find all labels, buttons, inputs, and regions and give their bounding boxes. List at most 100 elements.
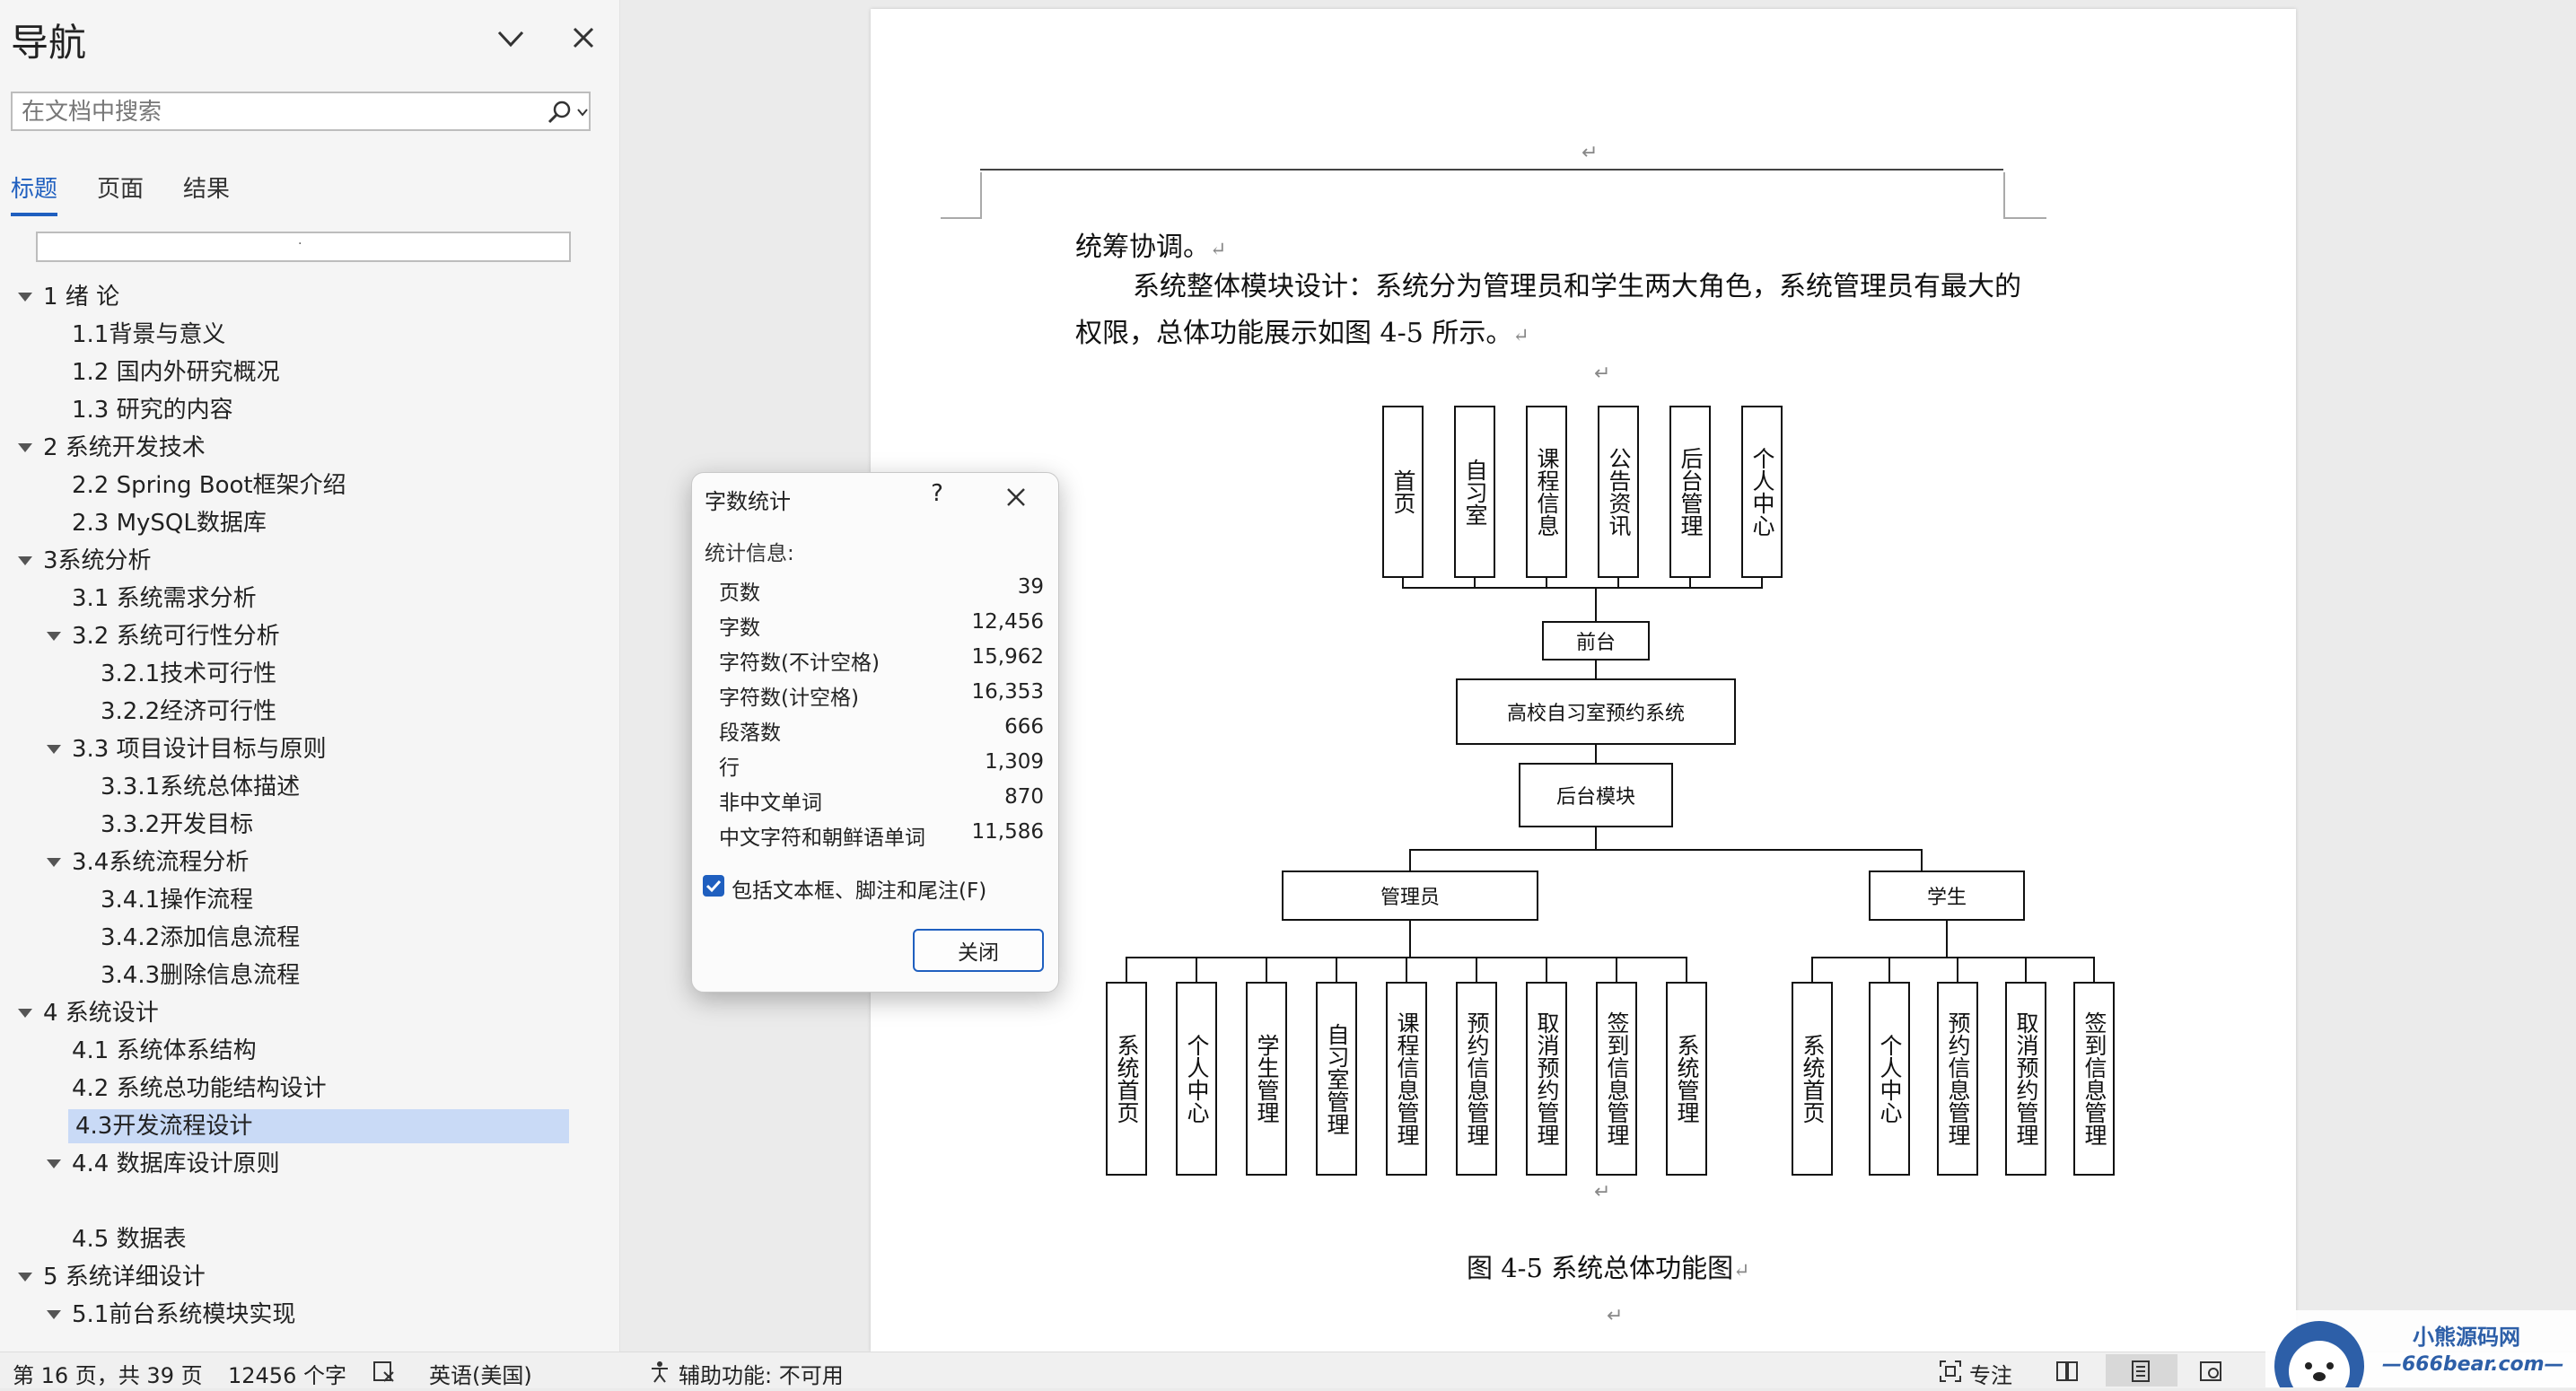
- diagram-box-admin-module: 系统管理: [1666, 982, 1707, 1176]
- outline-item-label: 3.2 系统可行性分析: [72, 623, 280, 650]
- search-input[interactable]: [20, 97, 544, 127]
- word-count[interactable]: 12456 个字: [228, 1363, 346, 1388]
- nav-search-box[interactable]: [11, 92, 591, 131]
- stat-label: 非中文单词: [719, 792, 822, 815]
- outline-item[interactable]: 3.3 项目设计目标与原则: [72, 732, 327, 766]
- outline-item[interactable]: 3系统分析: [43, 544, 152, 578]
- outline-item[interactable]: 3.4.3删除信息流程: [101, 958, 300, 993]
- tab-headings[interactable]: 标题: [11, 171, 58, 216]
- expand-arrow-icon[interactable]: [47, 632, 61, 641]
- outline-item[interactable]: 4.3开发流程设计: [68, 1109, 569, 1143]
- chevron-down-icon[interactable]: [492, 20, 530, 57]
- proofing-icon[interactable]: [372, 1360, 395, 1383]
- diagram-connector: [1811, 957, 2095, 958]
- accessibility-status[interactable]: 辅助功能: 不可用: [679, 1363, 844, 1388]
- search-options-chevron-icon[interactable]: [576, 106, 589, 118]
- paragraph-mark: ↵: [1607, 1305, 1624, 1327]
- expand-arrow-icon[interactable]: [18, 293, 32, 302]
- diagram-box-admin-module: 个人中心: [1176, 982, 1217, 1176]
- outline-item[interactable]: 5.1前台系统模块实现: [72, 1298, 295, 1332]
- diagram-connector: [1617, 578, 1619, 587]
- outline-item[interactable]: 5 系统详细设计: [43, 1260, 206, 1294]
- diagram-connector: [2093, 957, 2095, 982]
- outline-item[interactable]: 3.4.2添加信息流程: [101, 921, 300, 955]
- outline-item-label: 5 系统详细设计: [43, 1264, 206, 1290]
- diagram-box-student-module: 取消预约管理: [2005, 982, 2046, 1176]
- outline-item[interactable]: 1.2 国内外研究概况: [72, 355, 280, 389]
- paragraph-mark: ↵: [1594, 363, 1611, 385]
- close-button[interactable]: 关闭: [913, 929, 1044, 972]
- outline-item[interactable]: 1.1背景与意义: [72, 318, 225, 352]
- header-rule: [980, 169, 2003, 171]
- expand-arrow-icon[interactable]: [18, 1273, 32, 1282]
- include-textbox-checkbox[interactable]: [703, 875, 724, 897]
- outline-item[interactable]: 3.2.2经济可行性: [101, 695, 276, 729]
- outline-item[interactable]: 4.1 系统体系结构: [72, 1034, 257, 1068]
- search-icon[interactable]: [546, 99, 573, 126]
- stat-value: 1,309: [985, 750, 1044, 774]
- focus-mode-label[interactable]: 专注: [1969, 1363, 2012, 1388]
- diagram-box-front-module: 后台管理: [1669, 406, 1711, 578]
- print-layout-icon: [2132, 1360, 2150, 1382]
- tab-pages[interactable]: 页面: [97, 176, 145, 203]
- outline-item[interactable]: 4 系统设计: [43, 996, 159, 1030]
- expand-arrow-icon[interactable]: [18, 443, 32, 452]
- outline-item[interactable]: 4.4 数据库设计原则: [72, 1147, 280, 1181]
- diagram-connector: [1402, 578, 1404, 587]
- outline-item-label: 3.2.2经济可行性: [101, 698, 277, 725]
- diagram-connector: [2025, 957, 2027, 982]
- diagram-box-front-module: 公告资讯: [1598, 406, 1639, 578]
- accessibility-icon[interactable]: [648, 1360, 671, 1383]
- diagram-connector: [1546, 578, 1547, 587]
- outline-item[interactable]: 3.2 系统可行性分析: [72, 619, 280, 653]
- diagram-connector: [1546, 957, 1547, 982]
- page-count[interactable]: 第 16 页，共 39 页: [13, 1363, 203, 1388]
- stat-label: 字符数(不计空格): [719, 652, 880, 675]
- help-icon[interactable]: ?: [931, 480, 943, 507]
- outline-item[interactable]: 3.3.2开发目标: [101, 808, 253, 842]
- outline-item[interactable]: 4.5 数据表: [72, 1222, 187, 1256]
- outline-item[interactable]: 3.4.1操作流程: [101, 883, 253, 917]
- stat-value: 870: [1004, 785, 1044, 809]
- include-textbox-label[interactable]: 包括文本框、脚注和尾注(F): [732, 879, 987, 903]
- read-mode-icon[interactable]: [2055, 1360, 2079, 1383]
- expand-arrow-icon[interactable]: [18, 1009, 32, 1018]
- diagram-box-system: 高校自习室预约系统: [1456, 678, 1736, 745]
- outline-item-label: 3.3 项目设计目标与原则: [72, 736, 327, 763]
- web-layout-icon[interactable]: [2199, 1360, 2222, 1383]
- outline-item[interactable]: 2.2 Spring Boot框架介绍: [72, 468, 346, 503]
- diagram-connector: [1686, 957, 1687, 982]
- outline-item[interactable]: 2.3 MySQL数据库: [72, 506, 267, 540]
- focus-icon[interactable]: [1939, 1360, 1962, 1383]
- outline-item[interactable]: 2 系统开发技术: [43, 431, 206, 465]
- document-page[interactable]: ↵ 统筹协调。↵ 系统整体模块设计：系统分为管理员和学生两大角色，系统管理员有最…: [871, 9, 2296, 1352]
- expand-arrow-icon[interactable]: [47, 1310, 61, 1319]
- close-icon[interactable]: [1003, 484, 1030, 511]
- expand-arrow-icon[interactable]: [47, 1159, 61, 1168]
- expand-arrow-icon[interactable]: [47, 745, 61, 754]
- nav-title: 导航: [11, 21, 87, 65]
- outline-item[interactable]: 1 绪 论: [43, 280, 119, 314]
- outline-item[interactable]: 3.4系统流程分析: [72, 845, 249, 879]
- watermark-name: 小熊源码网: [2413, 1325, 2520, 1350]
- tab-results[interactable]: 结果: [183, 176, 231, 203]
- outline-item-label: 1.3 研究的内容: [72, 397, 233, 424]
- diagram-connector: [1476, 957, 1477, 982]
- expand-arrow-icon[interactable]: [47, 858, 61, 867]
- outline-item-label: 3.4.3删除信息流程: [101, 962, 301, 989]
- stat-value: 666: [1004, 715, 1044, 739]
- outline-item[interactable]: 3.2.1技术可行性: [101, 657, 276, 691]
- outline-item[interactable]: 1.3 研究的内容: [72, 393, 233, 427]
- expand-arrow-icon[interactable]: [18, 556, 32, 565]
- status-bar: 第 16 页，共 39 页 12456 个字 英语(美国) 辅助功能: 不可用 …: [0, 1352, 2576, 1388]
- diagram-box-student-module: 个人中心: [1869, 982, 1910, 1176]
- scroll-marker: ·: [298, 237, 302, 251]
- outline-item[interactable]: 4.2 系统总功能结构设计: [72, 1072, 327, 1106]
- close-icon[interactable]: [565, 20, 601, 56]
- stat-label: 页数: [719, 582, 760, 605]
- nav-scroll-indicator[interactable]: ·: [36, 232, 571, 262]
- language[interactable]: 英语(美国): [429, 1363, 532, 1388]
- outline-item[interactable]: 3.3.1系统总体描述: [101, 770, 300, 804]
- outline-item[interactable]: 3.1 系统需求分析: [72, 582, 257, 616]
- print-layout-view-active[interactable]: [2106, 1354, 2177, 1387]
